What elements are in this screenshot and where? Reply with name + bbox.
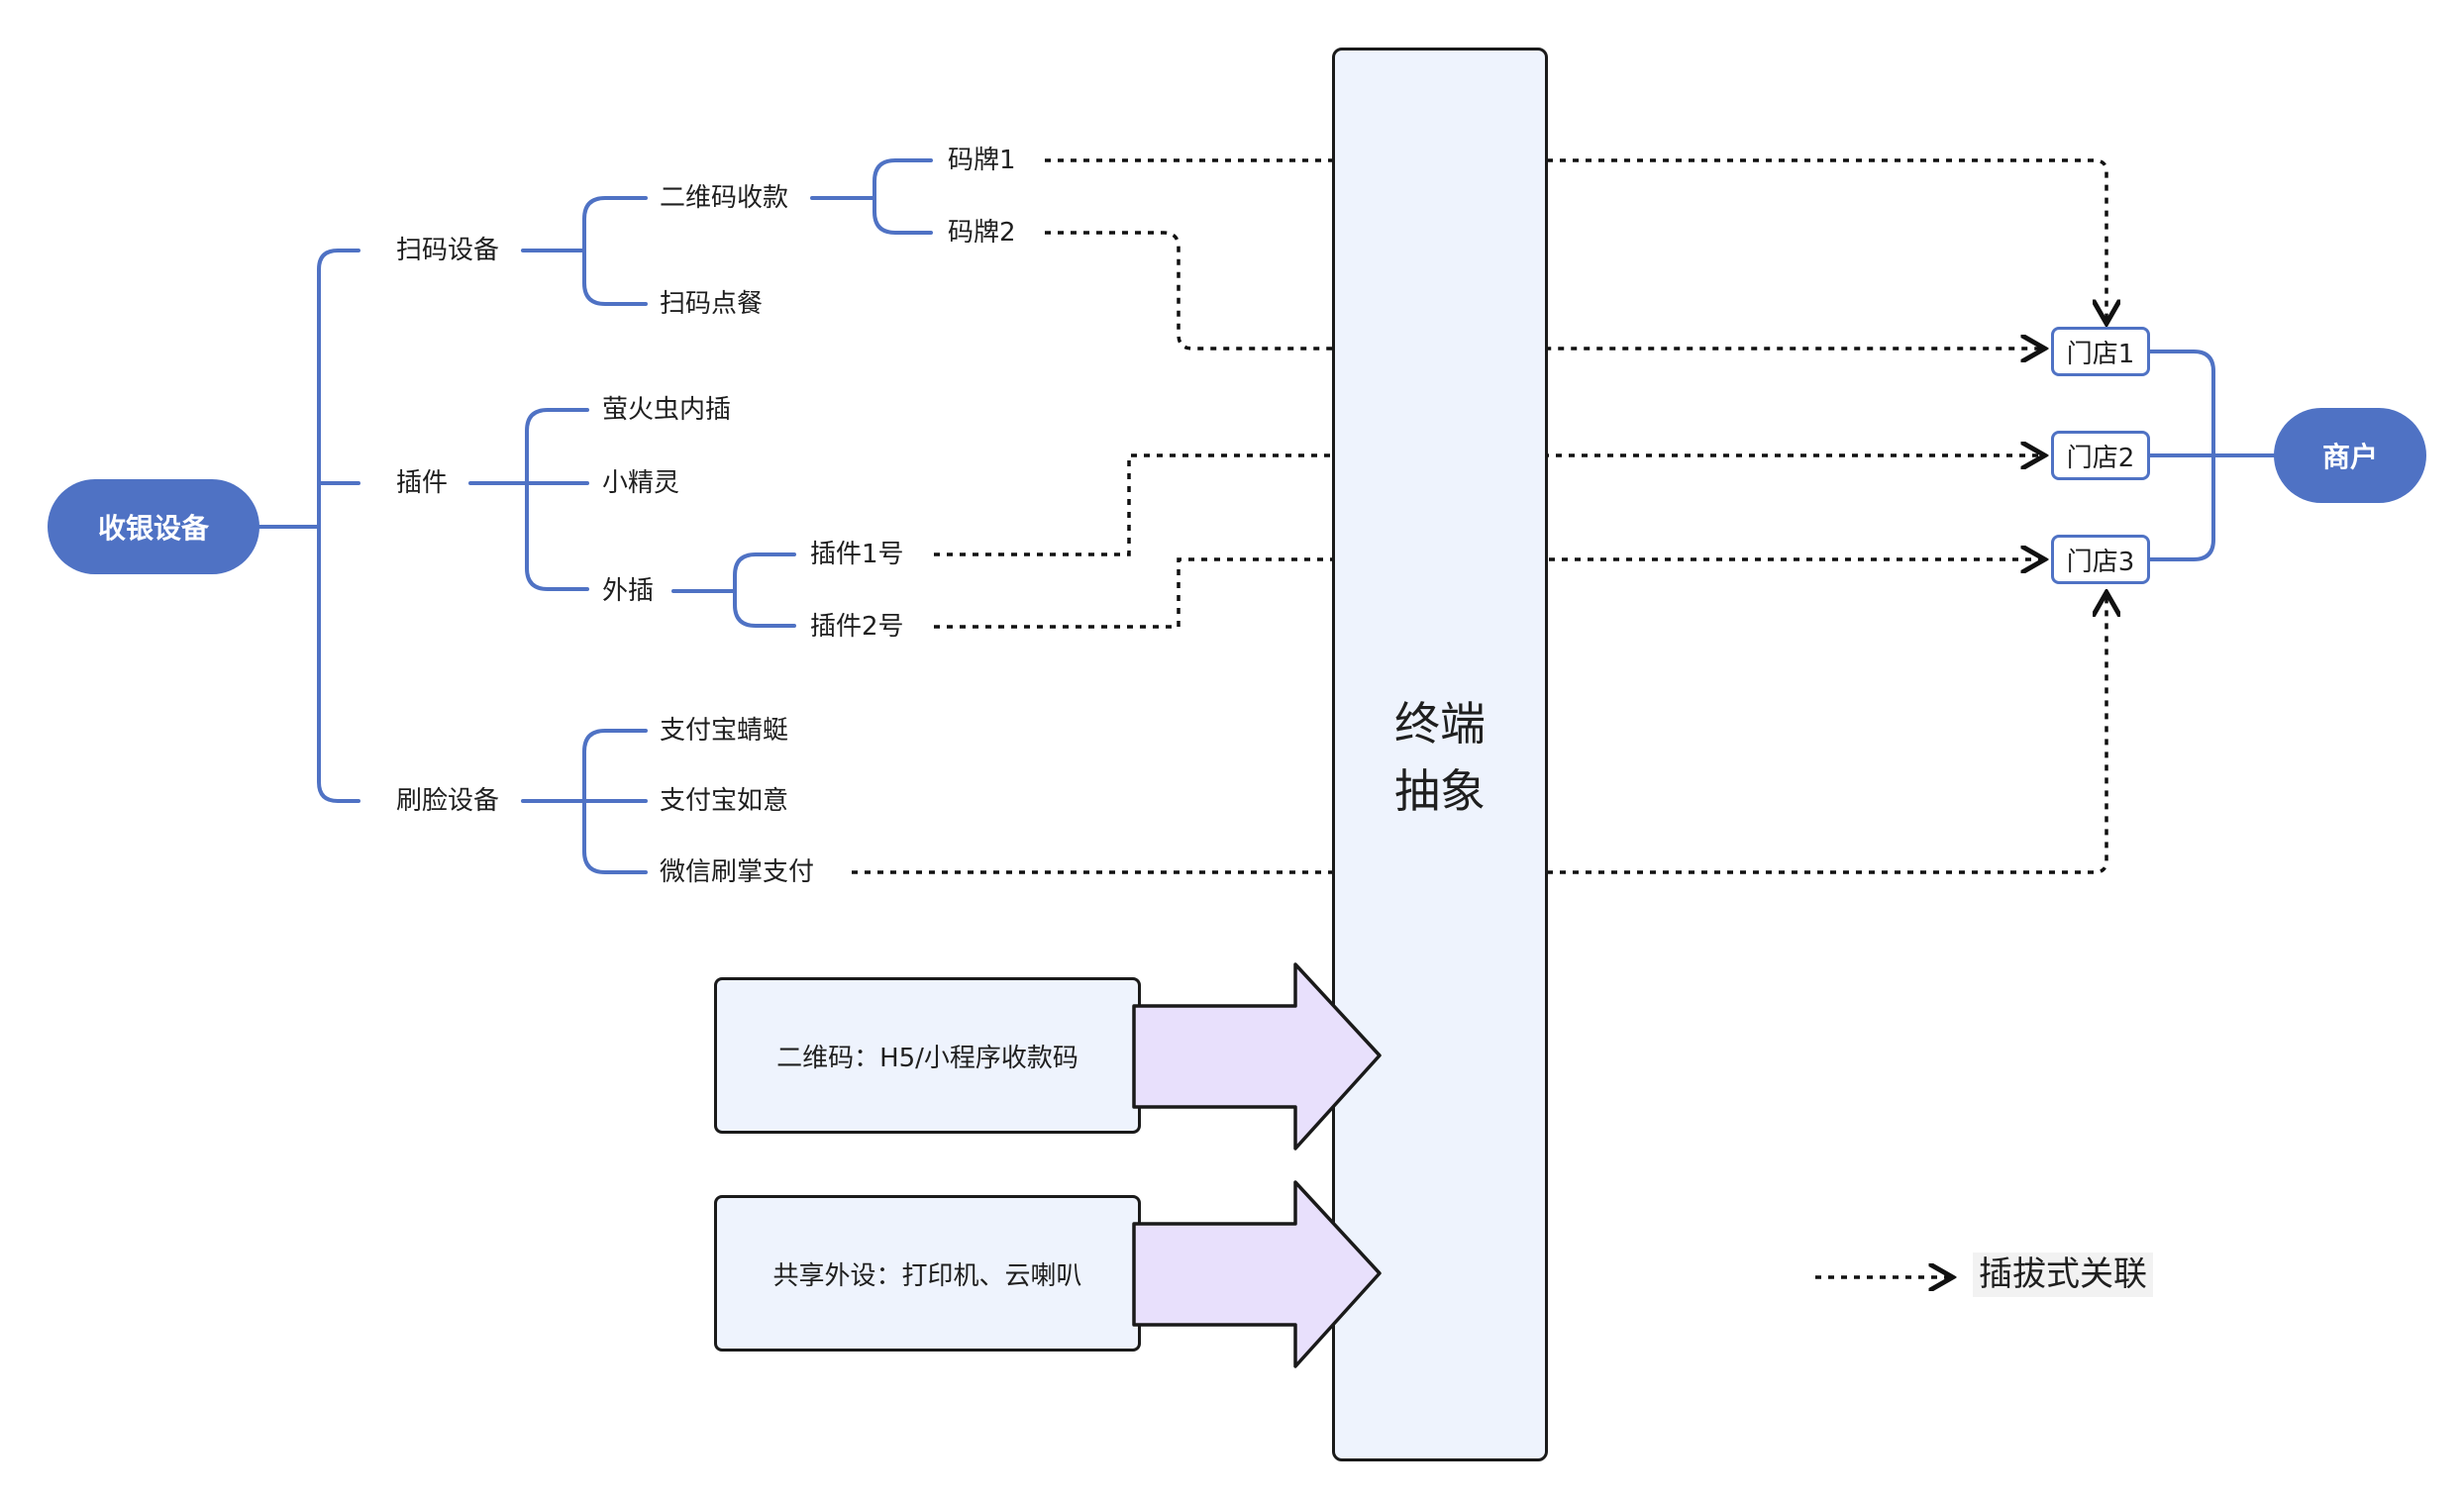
root-node-label: 收银设备	[97, 512, 209, 545]
node-plugins: 插件	[396, 468, 449, 498]
terminal-abstraction-line2: 抽象	[1394, 764, 1486, 818]
terminal-abstraction-line1: 终端	[1394, 697, 1486, 751]
qr-code-input-label: 二维码：H5/小程序收款码	[776, 1043, 1078, 1073]
node-scan-order: 扫码点餐	[660, 289, 764, 319]
node-plugin-1: 插件1号	[810, 540, 904, 569]
node-wechat-palm-pay: 微信刷掌支付	[660, 857, 815, 887]
node-code-plate-2: 码牌2	[948, 218, 1016, 248]
node-firefly-inner-plugin: 萤火虫内插	[602, 395, 732, 425]
terminal-abstraction-block	[1332, 48, 1548, 1461]
store-1-node: 门店1	[2051, 327, 2150, 376]
node-alipay-ruyi: 支付宝如意	[660, 786, 789, 816]
node-plugin-2: 插件2号	[810, 612, 904, 642]
node-alipay-dragonfly: 支付宝蜻蜓	[660, 716, 789, 746]
dotted-connectors	[852, 158, 2106, 1277]
node-code-plate-1: 码牌1	[948, 146, 1016, 175]
node-scan-devices: 扫码设备	[396, 236, 500, 265]
tree-lines	[257, 158, 2276, 874]
store-3-node: 门店3	[2051, 535, 2150, 584]
node-external-plugin: 外插	[602, 576, 655, 606]
node-face-devices: 刷脸设备	[396, 786, 500, 816]
shared-peripherals-box: 共享外设：打印机、云喇叭	[714, 1195, 1141, 1352]
store-1-label: 门店1	[2066, 339, 2135, 369]
root-node-cashier-devices: 收银设备	[48, 479, 259, 574]
store-3-label: 门店3	[2066, 547, 2135, 577]
node-sprite: 小精灵	[602, 468, 680, 498]
merchant-label: 商户	[2321, 441, 2378, 473]
qr-code-input-box: 二维码：H5/小程序收款码	[714, 977, 1141, 1134]
store-2-label: 门店2	[2066, 443, 2135, 473]
store-2-node: 门店2	[2051, 431, 2150, 480]
shared-peripherals-label: 共享外设：打印机、云喇叭	[772, 1260, 1082, 1291]
merchant-node: 商户	[2274, 408, 2426, 503]
node-qr-collection: 二维码收款	[660, 183, 789, 213]
legend-pluggable-association: 插拔式关联	[1973, 1252, 2153, 1298]
